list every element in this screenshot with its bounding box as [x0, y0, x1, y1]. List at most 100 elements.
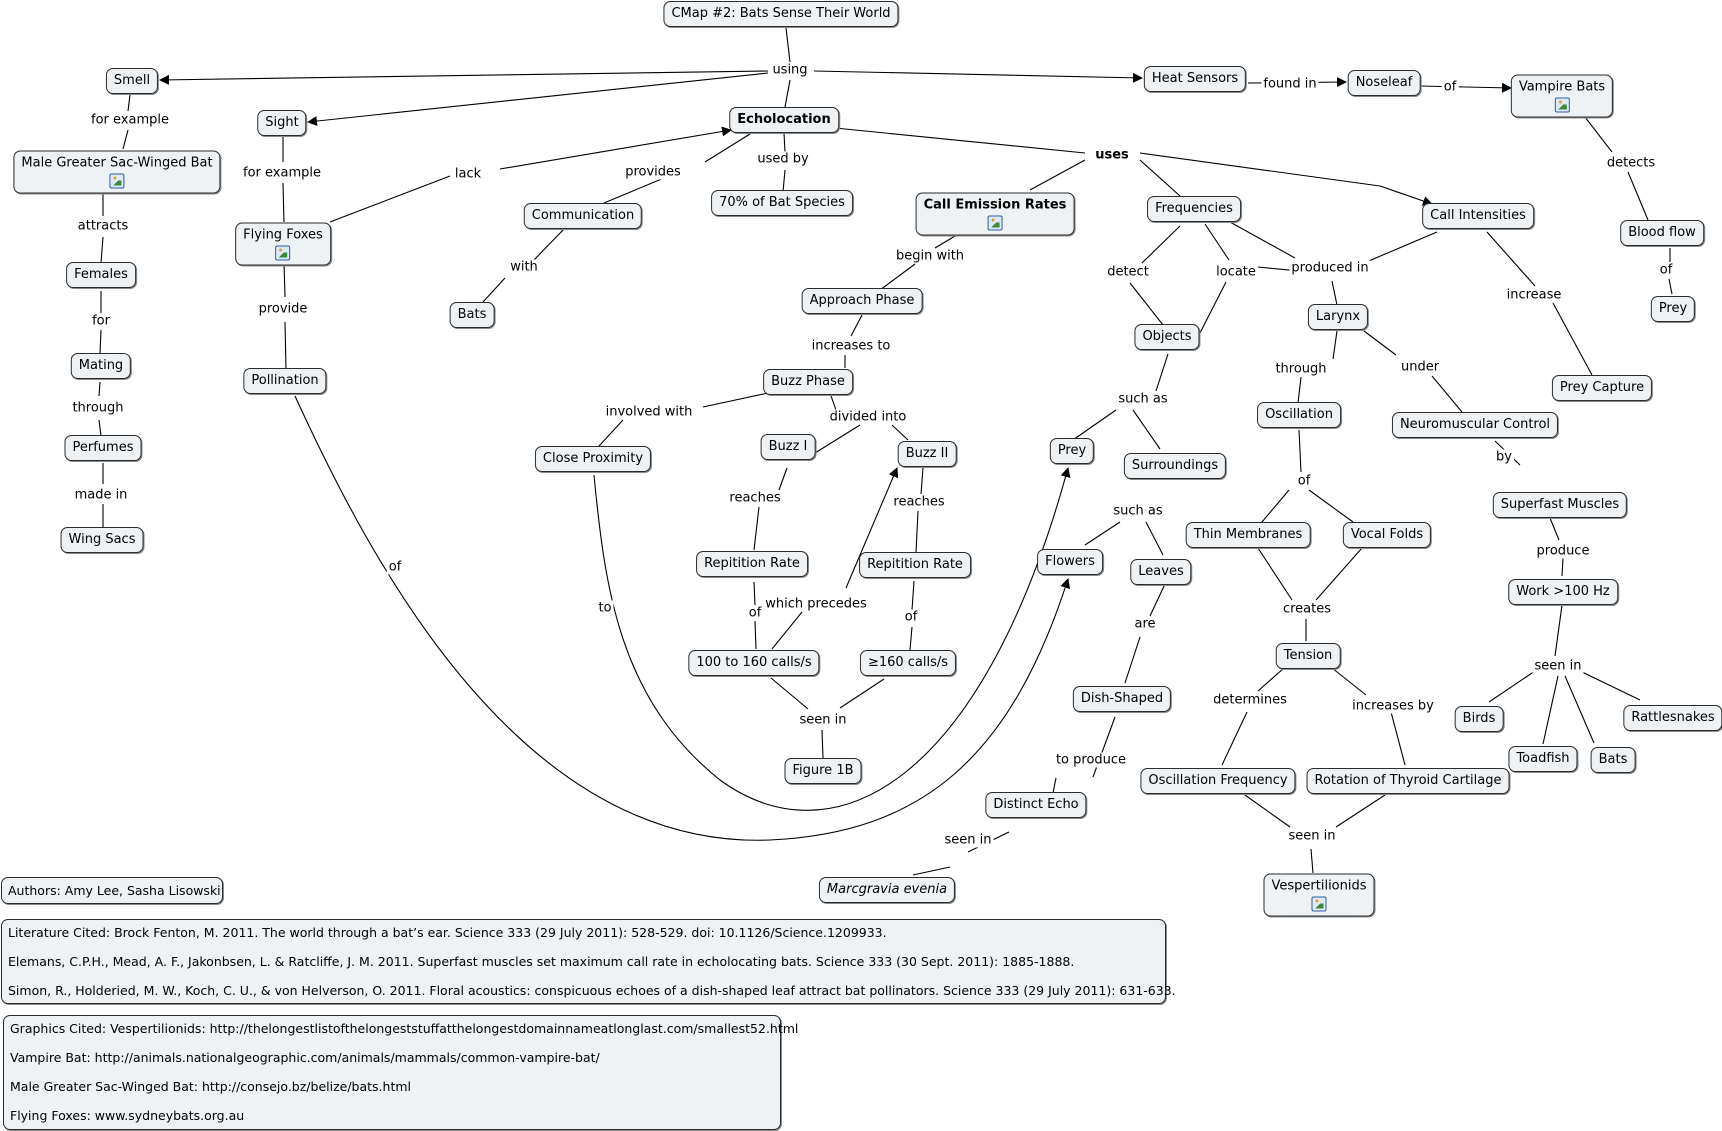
link-label-of: of	[1441, 79, 1459, 95]
call-emission-rates-node[interactable]: Call Emission Rates	[915, 192, 1075, 236]
blood-flow-node[interactable]: Blood flow	[1620, 220, 1704, 246]
distinct-echo-node[interactable]: Distinct Echo	[985, 792, 1087, 818]
prey-right-node[interactable]: Prey	[1650, 296, 1696, 322]
authors-box[interactable]: Authors: Amy Lee, Sasha Lisowski	[1, 877, 223, 904]
link-label-increases-by: increases by	[1350, 698, 1436, 714]
larynx-node[interactable]: Larynx	[1307, 304, 1369, 330]
link-label-such-as: such as	[1116, 391, 1170, 407]
prey-capture-node[interactable]: Prey Capture	[1551, 375, 1653, 401]
sight-node[interactable]: Sight	[257, 110, 307, 136]
close-proximity-node[interactable]: Close Proximity	[534, 446, 652, 472]
heat-sensors-node[interactable]: Heat Sensors	[1143, 66, 1247, 92]
link-label-reaches: reaches	[891, 494, 947, 510]
graphics-line: Vampire Bat: http://animals.nationalgeog…	[10, 1050, 600, 1065]
link-label-which-precedes: which precedes	[763, 596, 869, 612]
leaves-node[interactable]: Leaves	[1130, 559, 1192, 585]
echolocation-node[interactable]: Echolocation	[729, 107, 839, 133]
link-label-are: are	[1132, 616, 1158, 632]
rattlesnakes-node[interactable]: Rattlesnakes	[1623, 705, 1722, 731]
figure-1b-node[interactable]: Figure 1B	[784, 758, 862, 784]
females-node[interactable]: Females	[66, 262, 136, 288]
authors-text: Authors: Amy Lee, Sasha Lisowski	[8, 883, 221, 898]
rotation-thyroid-cartilage-node[interactable]: Rotation of Thyroid Cartilage	[1306, 768, 1510, 794]
neuromuscular-control-node[interactable]: Neuromuscular Control	[1391, 412, 1559, 438]
literature-cited-box[interactable]: Literature Cited: Brock Fenton, M. 2011.…	[1, 919, 1176, 1004]
link-label-to: to	[596, 600, 614, 616]
literature-line: Elemans, C.P.H., Mead, A. F., Jakonbsen,…	[8, 954, 1075, 969]
link-label-of: of	[1657, 262, 1675, 278]
graphics-cited-box[interactable]: Graphics Cited: Vespertilionids: http://…	[3, 1015, 798, 1130]
image-icon[interactable]	[275, 245, 291, 261]
male-greater-sac-winged-bat-node[interactable]: Male Greater Sac-Winged Bat	[13, 150, 221, 194]
toadfish-node[interactable]: Toadfish	[1508, 746, 1578, 772]
approach-phase-node[interactable]: Approach Phase	[801, 288, 923, 314]
flowers-node[interactable]: Flowers	[1037, 549, 1103, 575]
link-label-for: for	[90, 313, 112, 329]
flying-foxes-label: Flying Foxes	[243, 227, 323, 243]
oscillation-frequency-node[interactable]: Oscillation Frequency	[1140, 768, 1296, 794]
repitition-rate-1-node[interactable]: Repitition Rate	[696, 551, 808, 577]
superfast-muscles-node[interactable]: Superfast Muscles	[1492, 492, 1628, 518]
link-label-such-as: such as	[1111, 503, 1165, 519]
graphics-line: Flying Foxes: www.sydneybats.org.au	[10, 1108, 245, 1123]
dish-shaped-node[interactable]: Dish-Shaped	[1072, 686, 1172, 712]
link-label-using: using	[770, 62, 810, 78]
flying-foxes-node[interactable]: Flying Foxes	[235, 222, 331, 266]
buzz-i-node[interactable]: Buzz I	[760, 434, 816, 460]
link-label-by: by	[1494, 449, 1514, 465]
call-emission-label: Call Emission Rates	[923, 197, 1067, 213]
vocal-folds-node[interactable]: Vocal Folds	[1342, 522, 1432, 548]
thin-membranes-node[interactable]: Thin Membranes	[1185, 522, 1311, 548]
prey-node[interactable]: Prey	[1049, 438, 1095, 464]
link-label-involved-with: involved with	[603, 404, 695, 420]
bats-communication-node[interactable]: Bats	[449, 302, 495, 328]
objects-node[interactable]: Objects	[1134, 324, 1200, 350]
image-icon[interactable]	[109, 173, 125, 189]
link-label-of: of	[386, 559, 404, 575]
smell-node[interactable]: Smell	[105, 68, 159, 94]
calls-160-node[interactable]: ≥160 calls/s	[859, 650, 957, 676]
literature-line: Simon, R., Holderied, M. W., Koch, C. U.…	[8, 983, 1176, 998]
noseleaf-node[interactable]: Noseleaf	[1347, 70, 1421, 96]
link-label-seen-in: seen in	[942, 832, 994, 848]
pct-bat-species-node[interactable]: 70% of Bat Species	[711, 190, 853, 216]
vespertilionids-node[interactable]: Vespertilionids	[1263, 873, 1375, 917]
link-label-begin-with: begin with	[893, 248, 967, 264]
frequencies-node[interactable]: Frequencies	[1147, 196, 1241, 222]
vespertilionids-label: Vespertilionids	[1271, 878, 1367, 894]
link-label-produced-in: produced in	[1289, 260, 1371, 276]
link-label-detect: detect	[1105, 264, 1151, 280]
link-label-through: through	[1273, 361, 1329, 377]
calls-100-160-node[interactable]: 100 to 160 calls/s	[688, 650, 820, 676]
tension-node[interactable]: Tension	[1275, 643, 1341, 669]
link-label-of: of	[1295, 473, 1313, 489]
mating-node[interactable]: Mating	[70, 353, 132, 379]
call-intensities-node[interactable]: Call Intensities	[1422, 203, 1534, 229]
link-label-detects: detects	[1604, 155, 1658, 171]
link-label-increases-to: increases to	[809, 338, 893, 354]
image-icon[interactable]	[1554, 97, 1570, 113]
title-node[interactable]: CMap #2: Bats Sense Their World	[663, 1, 899, 27]
birds-node[interactable]: Birds	[1454, 706, 1504, 732]
link-label-seen-in: seen in	[1286, 828, 1338, 844]
perfumes-node[interactable]: Perfumes	[64, 435, 142, 461]
bats-seen-node[interactable]: Bats	[1590, 747, 1636, 773]
communication-node[interactable]: Communication	[523, 203, 643, 229]
link-label-used-by: used by	[755, 151, 811, 167]
image-icon[interactable]	[1311, 896, 1327, 912]
buzz-phase-node[interactable]: Buzz Phase	[763, 369, 853, 395]
repitition-rate-2-node[interactable]: Repitition Rate	[859, 552, 971, 578]
link-label-found-in: found in	[1261, 76, 1319, 92]
link-label-seen-in: seen in	[1532, 658, 1584, 674]
image-icon[interactable]	[987, 215, 1003, 231]
buzz-ii-node[interactable]: Buzz II	[897, 441, 957, 467]
link-label-of: of	[746, 605, 764, 621]
wing-sacs-node[interactable]: Wing Sacs	[60, 527, 144, 553]
vampire-bats-node[interactable]: Vampire Bats	[1510, 74, 1614, 118]
marcgravia-node[interactable]: Marcgravia evenia	[818, 877, 956, 903]
surroundings-node[interactable]: Surroundings	[1123, 453, 1227, 479]
work-100hz-node[interactable]: Work >100 Hz	[1508, 579, 1618, 605]
pollination-node[interactable]: Pollination	[243, 368, 327, 394]
oscillation-node[interactable]: Oscillation	[1257, 402, 1341, 428]
link-label-lack: lack	[452, 166, 484, 182]
